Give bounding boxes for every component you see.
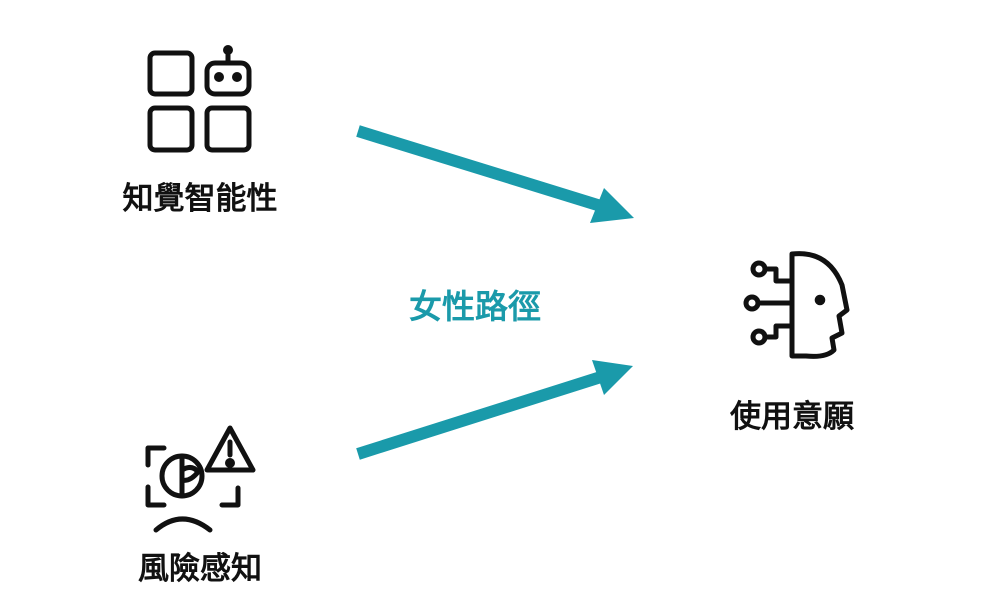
arrow-perceived-intelligence-to-usage-intention bbox=[356, 125, 634, 223]
path-label: 女性路徑 bbox=[409, 287, 541, 326]
node-label-usage-intention: 使用意願 bbox=[729, 399, 854, 435]
ai-head-circuit-icon bbox=[743, 251, 850, 359]
node-label-risk-perception: 風險感知 bbox=[138, 551, 262, 587]
node-label-perceived-intelligence: 知覺智能性 bbox=[123, 181, 278, 217]
face-scan-warning-icon bbox=[145, 425, 256, 533]
arrow-risk-perception-to-usage-intention bbox=[356, 360, 633, 460]
grid-robot-icon bbox=[147, 45, 252, 153]
